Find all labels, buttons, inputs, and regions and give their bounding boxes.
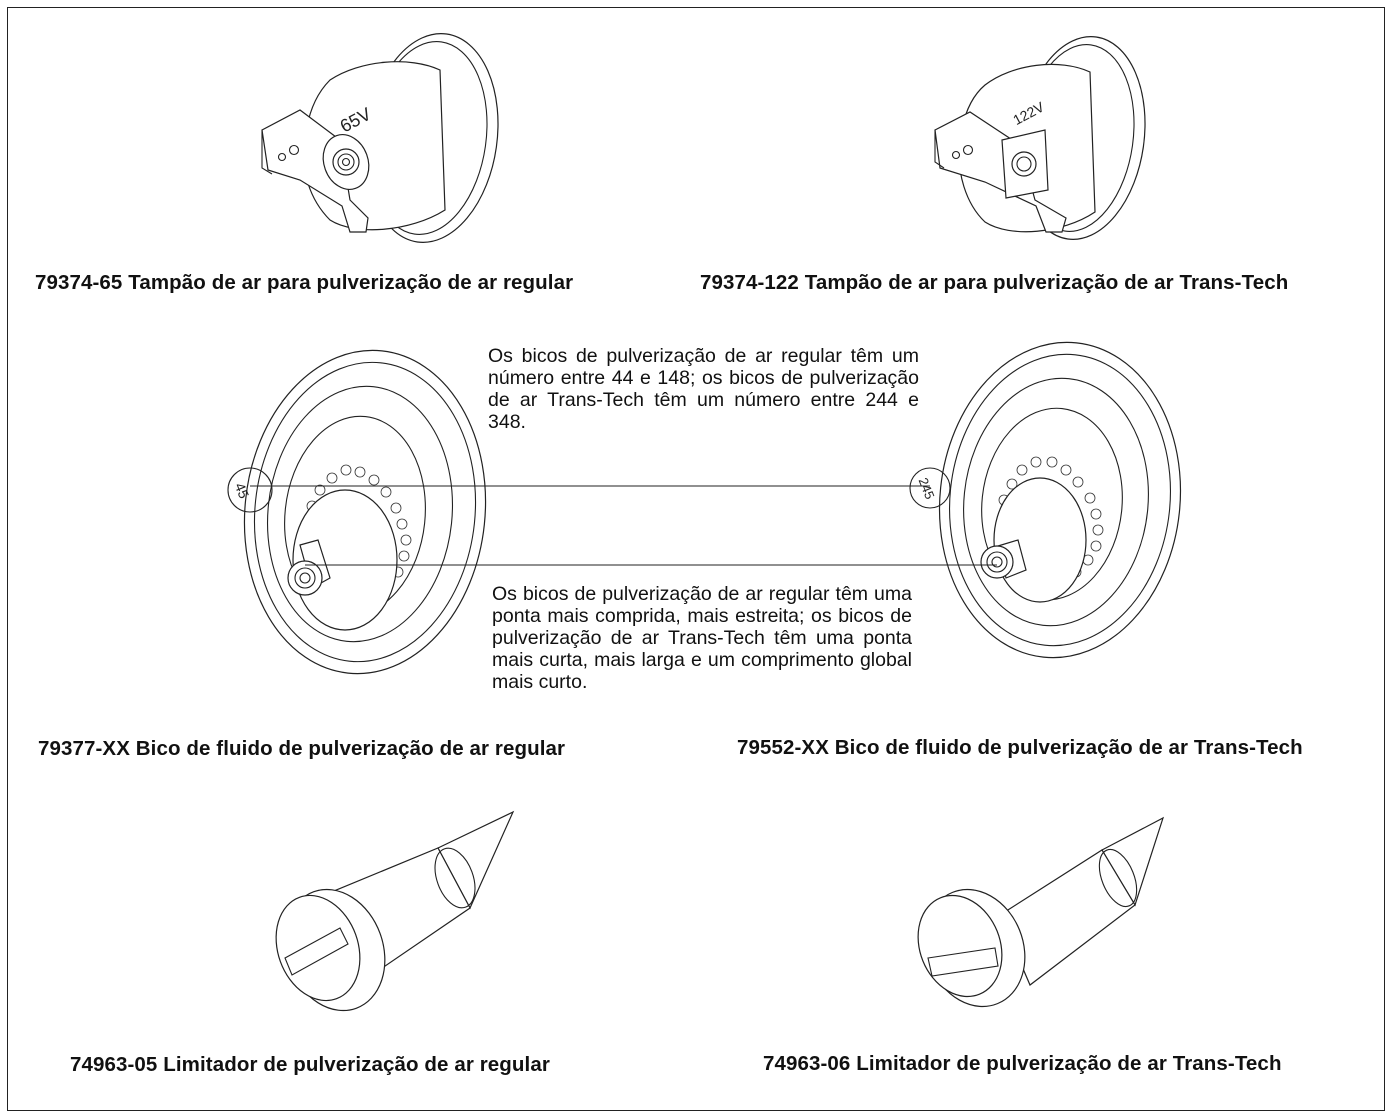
fluid-nozzle-transtech-drawing: 245 bbox=[909, 341, 1182, 659]
caption-air-cap-transtech: 79374-122 Tampão de ar para pulverização… bbox=[700, 271, 1289, 294]
caption-air-cap-regular: 79374-65 Tampão de ar para pulverização … bbox=[35, 271, 574, 294]
air-cap-regular-drawing: 65V bbox=[261, 33, 499, 243]
caption-nozzle-regular: 79377-XX Bico de fluido de pulverização … bbox=[38, 737, 566, 760]
fluid-nozzle-regular-drawing: 45 bbox=[227, 349, 487, 675]
nozzle-regular-marking: 45 bbox=[232, 480, 253, 501]
caption-nozzle-transtech: 79552-XX Bico de fluido de pulverização … bbox=[737, 736, 1303, 759]
nozzle-transtech-marking: 245 bbox=[916, 476, 938, 502]
note-number-range: Os bicos de pulverização de ar regular t… bbox=[488, 345, 919, 433]
limiter-transtech-drawing bbox=[917, 816, 1165, 1008]
caption-limiter-transtech: 74963-06 Limitador de pulverização de ar… bbox=[763, 1052, 1282, 1075]
limiter-regular-drawing bbox=[275, 810, 515, 1012]
air-cap-transtech-drawing: 122V bbox=[934, 36, 1146, 240]
caption-limiter-regular: 74963-05 Limitador de pulverização de ar… bbox=[70, 1053, 550, 1076]
note-tip-shape: Os bicos de pulverização de ar regular t… bbox=[492, 583, 912, 693]
